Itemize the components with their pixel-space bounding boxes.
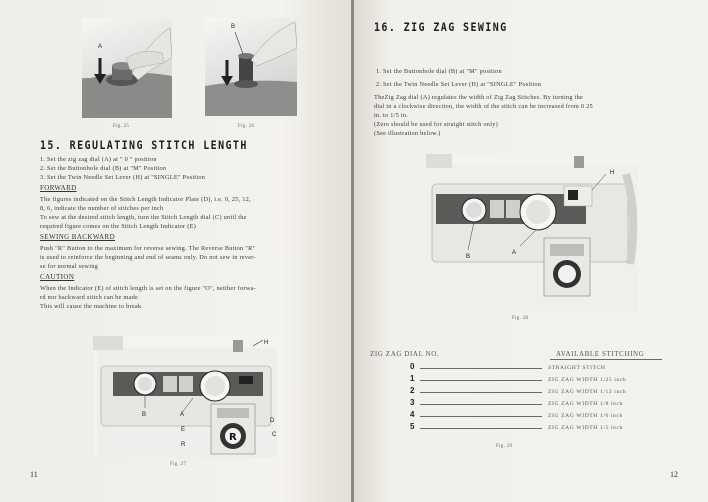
stitch-description: STRAIGHT STITCH (548, 365, 606, 371)
section-15-heading: 15. REGULATING STITCH LENGTH (40, 140, 248, 153)
dial-number: 1 (410, 374, 415, 383)
section-16-body-4: (Zero should be used for straight stitch… (374, 121, 498, 128)
caution-line-3: This will cause the machine to break (40, 303, 142, 310)
fig-29-caption: Fig. 29 (496, 444, 513, 449)
fig-26-label-b: B (231, 24, 236, 30)
backward-line-1: Push "R" Button to the maximum for rever… (40, 245, 256, 252)
forward-line-2: 8, 6, indicate the number of stitches pe… (40, 205, 164, 212)
forward-line-3: To sew at the desired stitch length, tur… (40, 214, 247, 221)
backward-line-2: is used to reinforce the beginning and e… (40, 254, 256, 261)
stitch-description: ZIG ZAG WIDTH 1/5 inch (548, 425, 623, 431)
section-15-step-1: 1. Set the zig zag dial (A) at " 0 " pos… (40, 156, 157, 163)
section-16-body-1: TheZig Zag dial (A) regulates the width … (374, 94, 584, 101)
section-16-step-1: 1. Set the Buttonhole dial (B) at "M" po… (376, 68, 502, 75)
fig-27-label-h: H (264, 340, 269, 346)
backward-line-3: se for normal sewing (40, 263, 98, 270)
section-15-step-2: 2. Set the Buttonhole dial (B) at "M" Po… (40, 165, 167, 172)
dial-number: 0 (410, 362, 415, 371)
forward-line-1: The figures indicated on the Stitch Leng… (40, 196, 251, 203)
caution-line-2: rd nor backward stitch can be made (40, 294, 139, 301)
fig-27-machine: R (93, 336, 277, 458)
section-16-body-2: dial in a clockwise direction, the width… (374, 103, 593, 110)
caution-line-1: When the Indicator (E) of stitch length … (40, 285, 256, 292)
table-header-available-stitching: AVAILABLE STITCHING (556, 350, 645, 358)
forward-heading: FORWARD (40, 184, 77, 192)
dial-number: 2 (410, 386, 415, 395)
fig-25-photo: A (82, 18, 172, 118)
row-leader-line (420, 392, 542, 393)
row-leader-line (420, 404, 542, 405)
fig-26-caption: Fig. 26 (238, 124, 255, 129)
fig-25-illustration (82, 27, 172, 118)
section-15-step-3: 3. Set the Twin Needle Set Lever (H) at … (40, 174, 206, 181)
row-leader-line (420, 416, 542, 417)
left-page: A Fig. 25 B Fig. 26 15. REGULATING STITC… (0, 0, 352, 502)
fig-27-label-e: E (181, 427, 186, 433)
page-number-right: 12 (670, 470, 678, 479)
fig-27-reverse-button-glyph: R (229, 432, 237, 443)
fig-27-caption: Fig. 27 (170, 462, 187, 467)
section-16-step-2: 2. Set the Twin Needle Set Lever (H) at … (376, 81, 542, 88)
page-number-left: 11 (30, 470, 38, 479)
fig-27-label-d: D (270, 418, 275, 424)
fig-28-machine (426, 154, 638, 312)
fig-27-label-a: A (180, 412, 185, 418)
section-16-body-5: (See illustration below.) (374, 130, 441, 137)
stitch-description: ZIG ZAG WIDTH 1/6 inch (548, 413, 623, 419)
table-header-rule (550, 359, 662, 360)
fig-27-label-c: C (272, 432, 277, 438)
fig-27-label-b: B (142, 412, 147, 418)
right-page: 16. ZIG ZAG SEWING 1. Set the Buttonhole… (354, 0, 708, 502)
caution-heading: CAUTION (40, 273, 75, 281)
row-leader-line (420, 380, 542, 381)
stitch-description: ZIG ZAG WIDTH 1/12 inch (548, 389, 627, 395)
fig-28-label-h: H (610, 170, 615, 176)
fig-28-photo (426, 154, 638, 312)
fig-28-label-a: A (512, 250, 517, 256)
fig-27-label-r: R (181, 442, 186, 448)
fig-25-label-a: A (98, 44, 103, 50)
stitch-description: ZIG ZAG WIDTH 1/25 inch (548, 377, 627, 383)
fig-28-label-b: B (466, 254, 471, 260)
fig-25-caption: Fig. 25 (113, 124, 130, 129)
row-leader-line (420, 368, 542, 369)
dial-number: 3 (410, 398, 415, 407)
book-gutter (351, 0, 355, 502)
dial-number: 5 (410, 422, 415, 431)
table-header-dial-no: ZIG ZAG DIAL NO. (370, 350, 440, 358)
section-16-body-3: in. to 1/5 in. (374, 112, 409, 119)
row-leader-line (420, 428, 542, 429)
fig-27-photo: R (93, 336, 281, 458)
stitch-description: ZIG ZAG WIDTH 1/8 inch (548, 401, 623, 407)
fig-28-caption: Fig. 28 (512, 316, 529, 321)
sewing-backward-heading: SEWING BACKWARD (40, 233, 116, 241)
section-16-heading: 16. ZIG ZAG SEWING (374, 22, 508, 35)
forward-line-4: required figure comes on the Stitch Leng… (40, 223, 196, 230)
dial-number: 4 (410, 410, 415, 419)
fig-26-illustration (205, 21, 297, 116)
fig-26-photo: B (205, 18, 297, 116)
